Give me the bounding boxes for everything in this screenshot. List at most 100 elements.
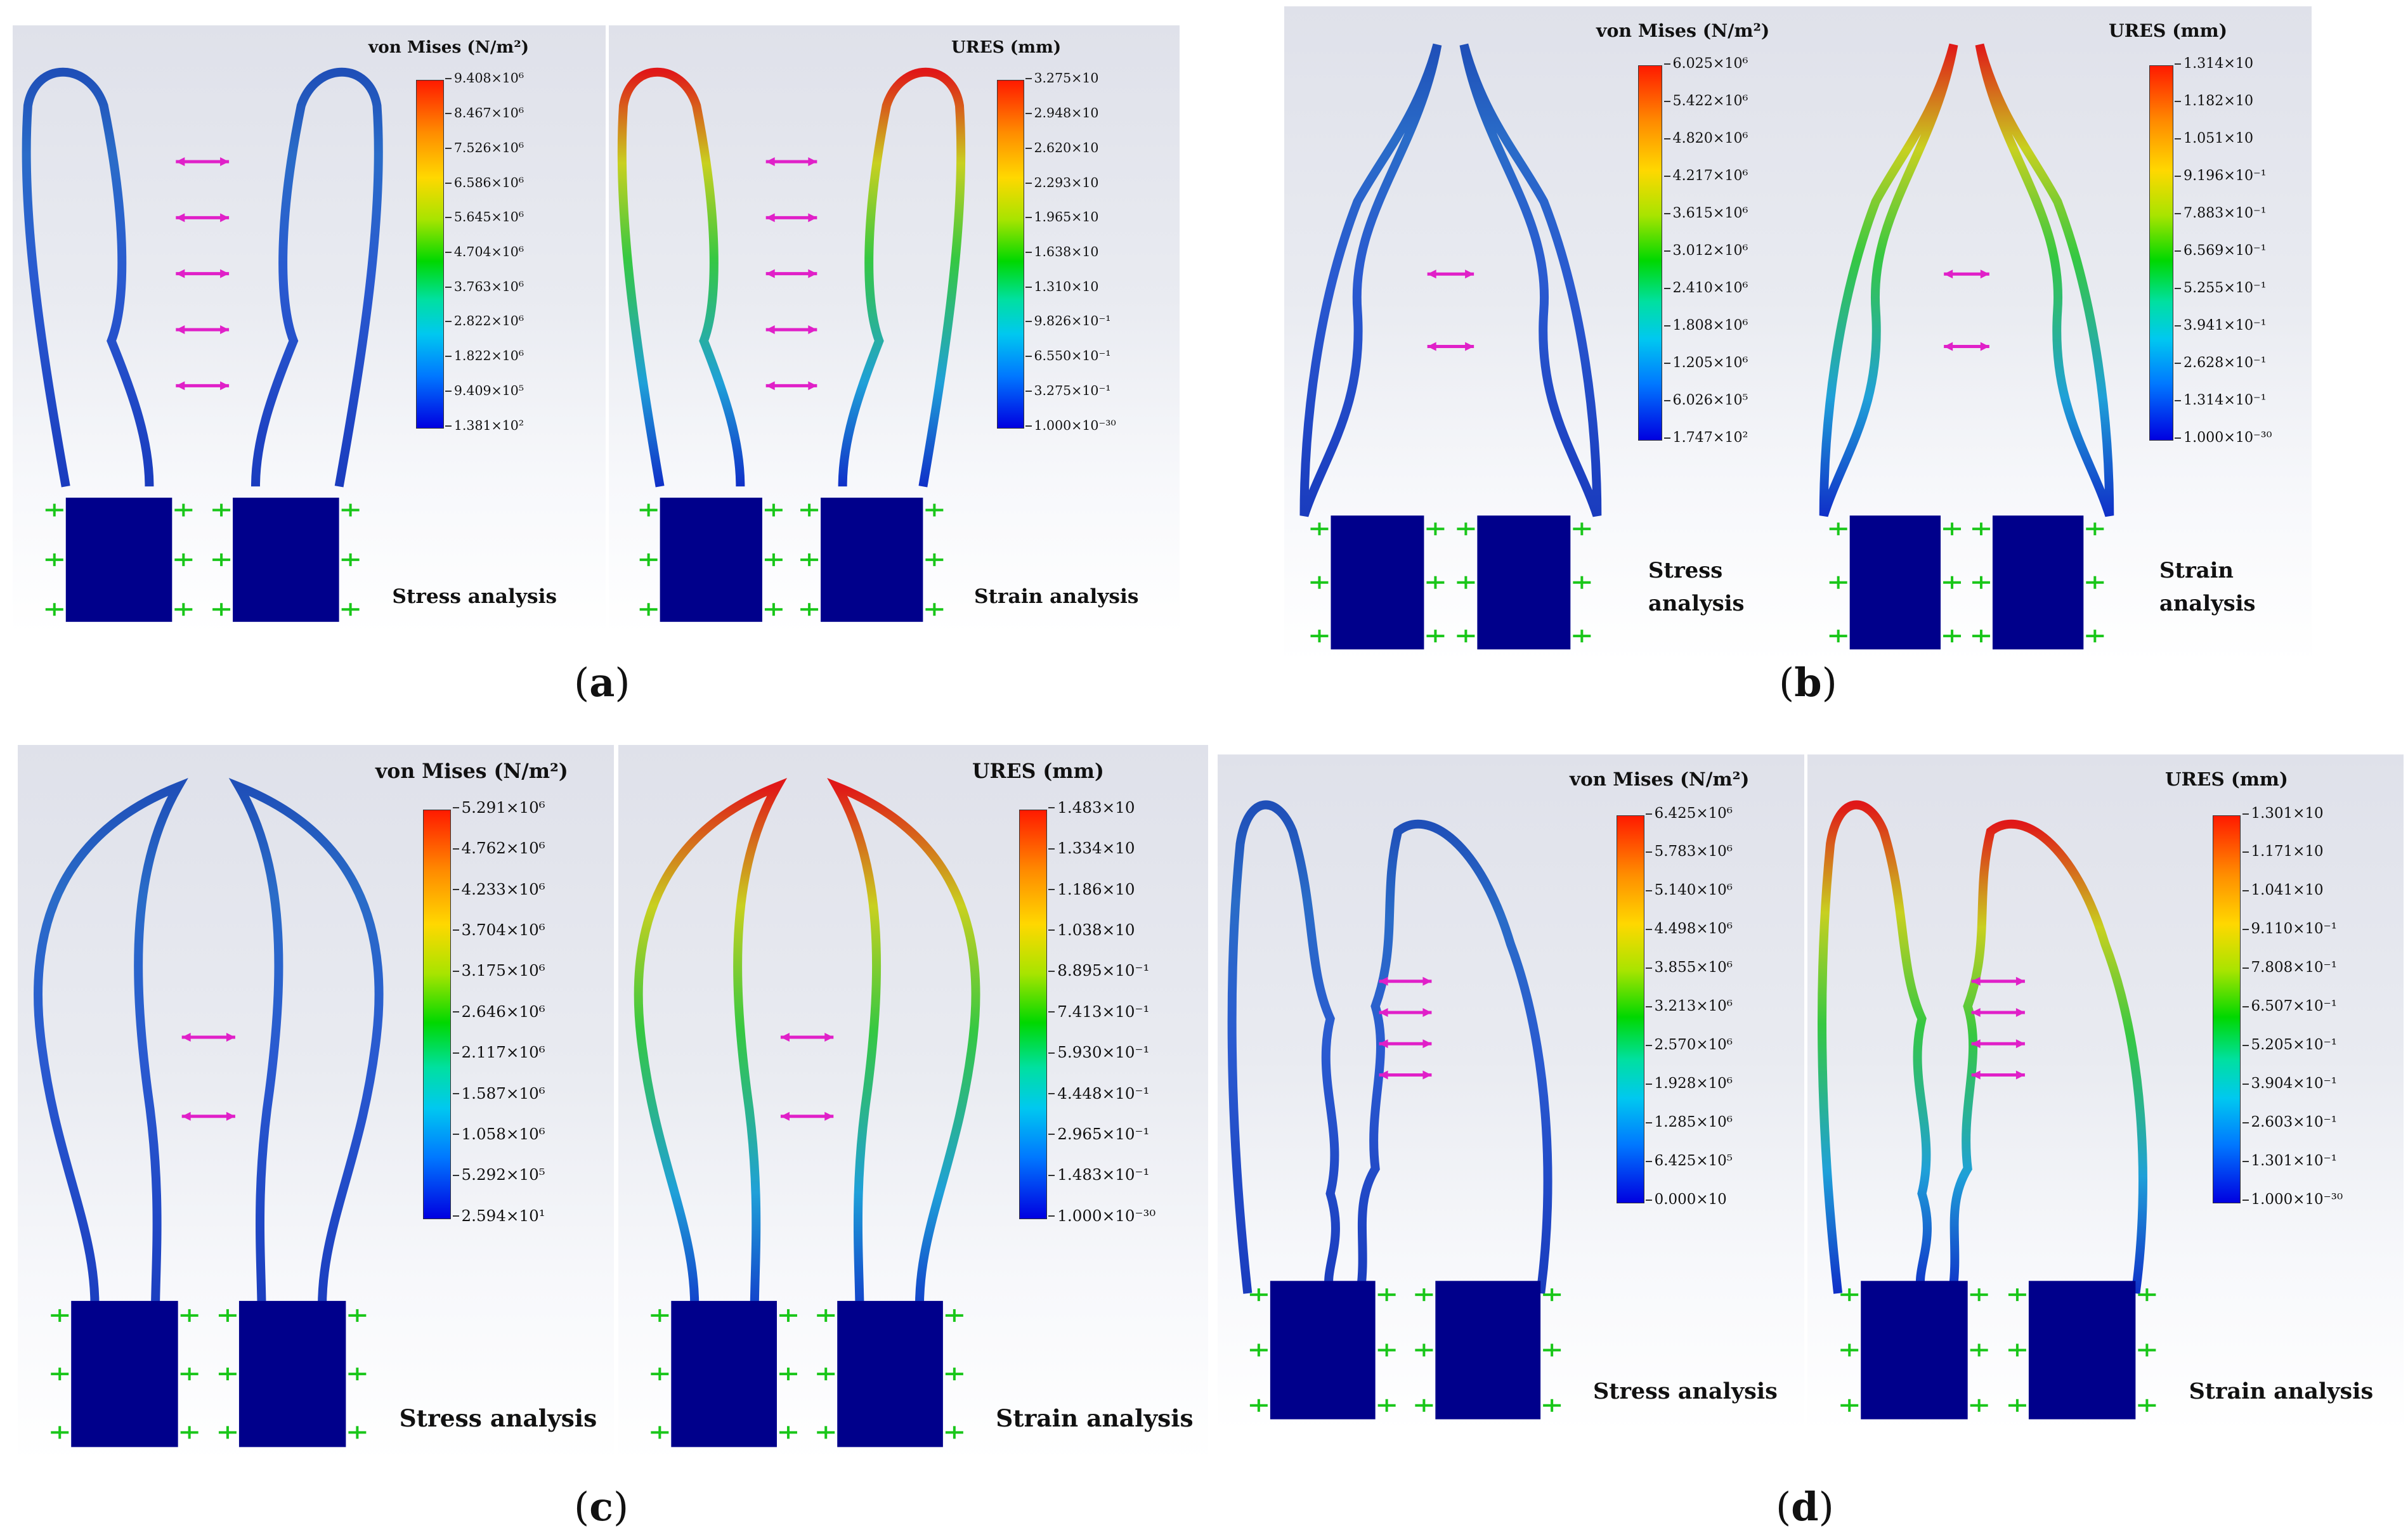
legend-tick: 4.704×10⁶ [445, 244, 524, 259]
legend-tick: 6.507×10⁻¹ [2242, 998, 2337, 1015]
figure-label-a: (a) [574, 659, 630, 706]
force-arrow-icon [176, 269, 230, 278]
legend-tick: 2.965×10⁻¹ [1048, 1124, 1150, 1143]
legend-tick: 2.620×10 [1025, 139, 1099, 155]
panel-caption: Strain analysis [974, 585, 1139, 609]
shell-right [1953, 824, 2143, 1293]
force-arrow-icon [765, 325, 817, 334]
fixture-icon [212, 553, 231, 566]
shell-right [256, 72, 379, 487]
legend-tick: 2.822×10⁶ [445, 313, 524, 329]
panel-caption: analysis [2159, 590, 2256, 616]
legend-tick: 1.808×10⁶ [1663, 316, 1748, 333]
legend-tick: 8.895×10⁻¹ [1048, 961, 1150, 980]
fixture-icon [651, 1368, 669, 1381]
fixture-icon [341, 503, 360, 517]
legend-tick: 1.000×10⁻³⁰ [2174, 429, 2272, 446]
fixture-icon [1972, 576, 1990, 589]
panel-caption: Stress analysis [399, 1404, 597, 1432]
legend-tick: 1.334×10 [1048, 839, 1135, 858]
legend-tick: 2.646×10⁶ [452, 1002, 545, 1021]
force-arrow-icon [1379, 1008, 1432, 1018]
shell-left [1304, 44, 1437, 515]
legend-tick: 9.110×10⁻¹ [2242, 921, 2337, 938]
fixture-icon [764, 503, 783, 517]
legend-tick: 8.467×10⁶ [445, 105, 524, 121]
fixture-icon [212, 503, 231, 517]
fixture-icon [1840, 1399, 1859, 1412]
base-block [837, 1300, 943, 1447]
shell-left [639, 787, 777, 1327]
color-bar [997, 80, 1024, 429]
fixture-icon [945, 1426, 963, 1439]
fixture-icon [1415, 1343, 1433, 1357]
fixture-icon [1249, 1288, 1268, 1302]
fixture-icon [945, 1309, 963, 1322]
base-block [671, 1300, 777, 1447]
shell-right [239, 787, 379, 1327]
shell-right [837, 787, 975, 1327]
legend-title: URES (mm) [972, 759, 1104, 783]
force-arrow-icon [176, 157, 230, 167]
legend-title: von Mises (N/m²) [368, 37, 530, 58]
fixture-icon [2008, 1288, 2026, 1302]
fea-model [13, 25, 606, 622]
fea-model [609, 25, 1180, 622]
fixture-icon [1249, 1399, 1268, 1412]
fixture-icon [1972, 630, 1990, 643]
fixture-icon [1249, 1343, 1268, 1357]
force-arrow-icon [1971, 1008, 2025, 1018]
fixture-icon [1310, 522, 1329, 536]
legend-tick: 1.038×10 [1048, 920, 1135, 939]
fixture-icon [1310, 576, 1329, 589]
legend-tick: 2.603×10⁻¹ [2242, 1114, 2337, 1131]
legend-tick: 1.483×10⁻¹ [1048, 1165, 1150, 1184]
legend-tick: 6.026×10⁵ [1663, 391, 1748, 408]
fixture-icon [1426, 522, 1445, 536]
fea-model [1807, 754, 2404, 1420]
force-arrow-icon [765, 213, 817, 223]
figure-label-d: (d) [1776, 1484, 1834, 1530]
legend-tick: 3.175×10⁶ [452, 961, 545, 980]
fixture-icon [45, 553, 63, 566]
legend-title: URES (mm) [2109, 19, 2228, 41]
fixture-icon [1829, 522, 1847, 536]
legend-tick: 7.808×10⁻¹ [2242, 959, 2337, 976]
fixture-icon [2138, 1343, 2156, 1357]
force-arrow-icon [1427, 342, 1474, 351]
base-block [1861, 1281, 1968, 1420]
shell-right [1464, 44, 1597, 515]
legend-tick: 3.275×10⁻¹ [1025, 382, 1111, 398]
fixture-icon [51, 1309, 69, 1322]
fixture-icon [2138, 1399, 2156, 1412]
legend-tick: 5.255×10⁻¹ [2175, 279, 2267, 296]
legend-tick: 7.413×10⁻¹ [1048, 1002, 1150, 1021]
fixture-icon [45, 503, 63, 517]
legend-tick: 1.000×10⁻³⁰ [1025, 417, 1116, 433]
legend-title: von Mises (N/m²) [375, 759, 568, 783]
base-block [821, 497, 923, 622]
legend-tick: 4.820×10⁶ [1663, 129, 1748, 146]
legend-tick: 1.171×10 [2242, 843, 2324, 860]
fixture-icon [1543, 1399, 1561, 1412]
fixture-icon [817, 1309, 835, 1322]
fixture-icon [2138, 1288, 2156, 1302]
fixture-icon [2086, 576, 2104, 589]
panel-caption: Strain analysis [996, 1404, 1194, 1432]
force-arrow-icon [765, 269, 817, 278]
base-block [71, 1300, 178, 1447]
legend-tick: 2.117×10⁶ [452, 1043, 545, 1062]
legend-tick: 1.285×10⁶ [1645, 1114, 1733, 1131]
legend-tick: 1.041×10 [2242, 882, 2324, 899]
fixture-icon [2008, 1399, 2026, 1412]
legend-tick: 1.301×10 [2242, 805, 2324, 822]
legend-tick: 1.205×10⁶ [1663, 354, 1748, 371]
fixture-icon [212, 603, 231, 616]
panel-caption: analysis [1648, 590, 1745, 616]
base-block [238, 1300, 346, 1447]
force-arrow-icon [780, 1033, 834, 1042]
legend-tick: 5.205×10⁻¹ [2242, 1037, 2337, 1054]
base-block [1331, 515, 1424, 650]
base-block [660, 497, 762, 622]
